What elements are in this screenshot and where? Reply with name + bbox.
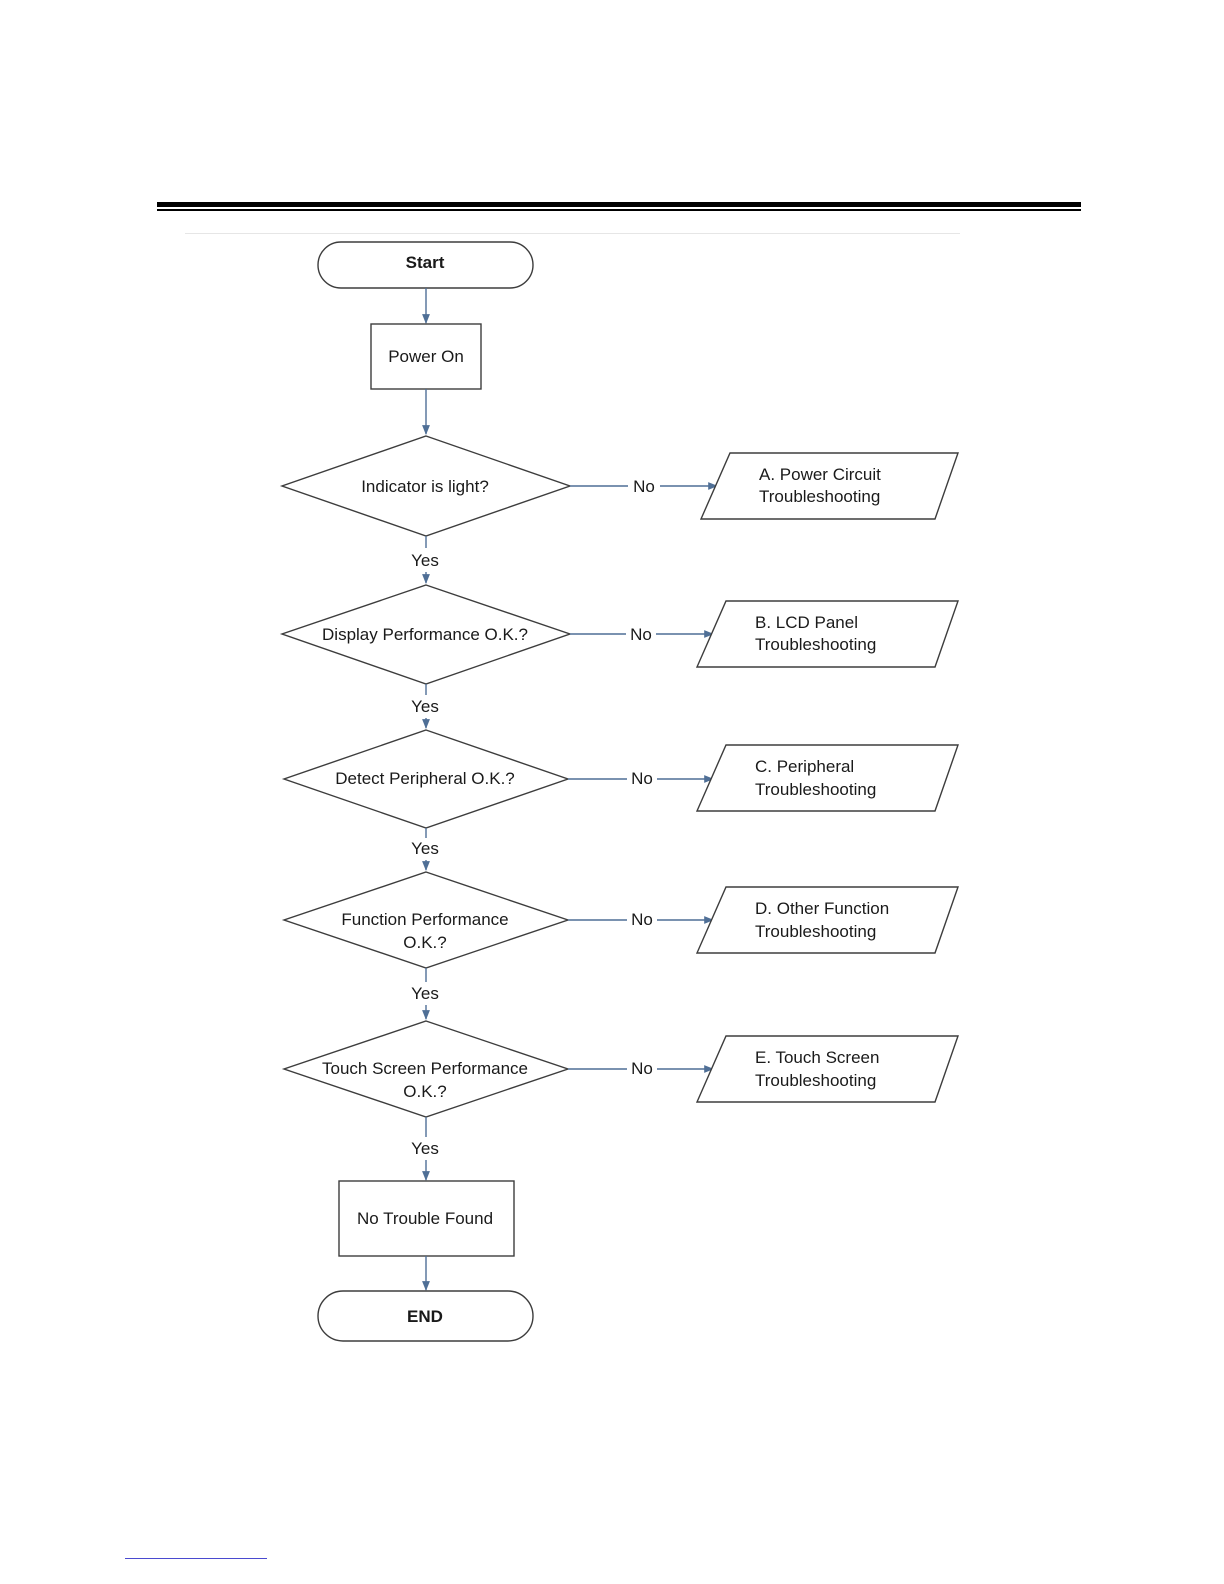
power-on-process: Power On: [370, 323, 482, 390]
footer-link-underline: [125, 1558, 267, 1559]
no-label-5: No: [631, 1059, 653, 1078]
outcome-c-line1: C. Peripheral: [755, 757, 854, 776]
end-terminator: END: [317, 1290, 534, 1342]
yes-label-5: Yes: [411, 1139, 439, 1158]
outcome-a-power-circuit: A. Power Circuit Troubleshooting: [699, 452, 959, 520]
no-label-1: No: [633, 477, 655, 496]
outcome-e-line1: E. Touch Screen: [755, 1048, 879, 1067]
decision-indicator-light: Indicator is light?: [279, 435, 573, 537]
yes-label-3: Yes: [411, 839, 439, 858]
decision-touch-label-line2: O.K.?: [403, 1082, 446, 1101]
decision-indicator-label: Indicator is light?: [361, 477, 489, 496]
outcome-d-line1: D. Other Function: [755, 899, 889, 918]
no-trouble-label: No Trouble Found: [357, 1209, 493, 1228]
outcome-d-other-function: D. Other Function Troubleshooting: [695, 886, 959, 954]
start-terminator: Start: [317, 241, 534, 289]
no-label-4: No: [631, 910, 653, 929]
outcome-c-peripheral: C. Peripheral Troubleshooting: [695, 744, 959, 812]
decision-detect-peripheral: Detect Peripheral O.K.?: [281, 729, 571, 829]
no-label-3: No: [631, 769, 653, 788]
outcome-b-line2: Troubleshooting: [755, 635, 876, 654]
decision-function-label-line2: O.K.?: [403, 933, 446, 952]
decision-touch-screen: Touch Screen Performance O.K.?: [281, 1020, 571, 1118]
outcome-e-touch-screen: E. Touch Screen Troubleshooting: [695, 1035, 959, 1103]
outcome-b-line1: B. LCD Panel: [755, 613, 858, 632]
yes-label-2: Yes: [411, 697, 439, 716]
decision-peripheral-label: Detect Peripheral O.K.?: [335, 769, 515, 788]
outcome-a-line2: Troubleshooting: [759, 487, 880, 506]
decision-function-performance: Function Performance O.K.?: [281, 871, 571, 969]
end-label: END: [407, 1307, 443, 1326]
outcome-a-line1: A. Power Circuit: [759, 465, 881, 484]
decision-display-performance: Display Performance O.K.?: [279, 584, 573, 685]
figure-top-border: [185, 233, 960, 234]
yes-label-1: Yes: [411, 551, 439, 570]
decision-function-label-line1: Function Performance: [341, 910, 508, 929]
no-label-2: No: [630, 625, 652, 644]
no-trouble-found-process: No Trouble Found: [338, 1180, 515, 1257]
decision-display-label: Display Performance O.K.?: [322, 625, 528, 644]
outcome-b-lcd-panel: B. LCD Panel Troubleshooting: [695, 600, 959, 668]
yes-label-4: Yes: [411, 984, 439, 1003]
outcome-e-line2: Troubleshooting: [755, 1071, 876, 1090]
header-rule-thick: [157, 202, 1081, 207]
outcome-c-line2: Troubleshooting: [755, 780, 876, 799]
start-label: Start: [406, 253, 445, 272]
outcome-d-line2: Troubleshooting: [755, 922, 876, 941]
power-on-label: Power On: [388, 347, 464, 366]
decision-touch-label-line1: Touch Screen Performance: [322, 1059, 528, 1078]
header-rule-thin: [157, 209, 1081, 211]
